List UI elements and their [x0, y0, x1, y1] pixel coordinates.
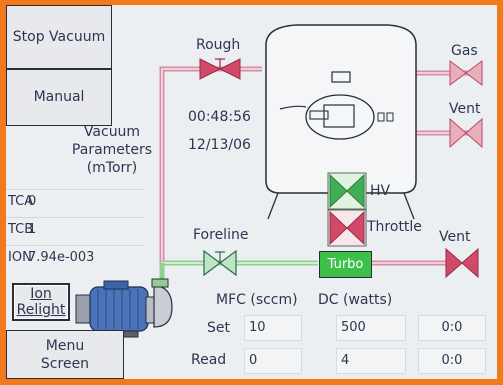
timer-set-field[interactable]: 0:0: [418, 315, 486, 341]
mfc-set-field[interactable]: 10: [244, 315, 302, 341]
vacuum-parameters-title: Vacuum Parameters (mTorr): [58, 123, 166, 177]
foreline-pipe: [159, 260, 318, 281]
read-row-label: Read: [191, 352, 227, 368]
menu-screen-line2: Screen: [40, 355, 90, 372]
param-name: TCA: [8, 194, 34, 209]
manual-button[interactable]: Manual: [6, 69, 112, 126]
dc-set-field[interactable]: 500: [336, 315, 406, 341]
vent-top-valve[interactable]: [449, 117, 483, 149]
vent-bottom-valve[interactable]: [445, 247, 479, 279]
param-row-tcb: TCB 1: [6, 217, 144, 241]
param-name: ION: [8, 250, 32, 265]
param-value: 1: [28, 222, 37, 237]
vacuum-parameters-title-line3: (mTorr): [86, 160, 138, 176]
foreline-valve[interactable]: [203, 249, 237, 277]
hv-valve[interactable]: [327, 172, 367, 210]
throttle-valve-label: Throttle: [367, 219, 422, 235]
throttle-valve[interactable]: [327, 209, 367, 247]
hv-valve-label: HV: [370, 183, 391, 199]
turbo-pump-button[interactable]: Turbo: [319, 251, 372, 278]
param-row-ion: ION 7.94e-003: [6, 245, 144, 269]
param-name: TCB: [8, 222, 34, 237]
vacuum-parameters-title-line2: Parameters: [71, 142, 153, 158]
ion-relight-line1: Ion: [30, 286, 52, 302]
param-value: 7.94e-003: [28, 250, 95, 265]
clock-date: 12/13/06: [188, 137, 251, 153]
rough-valve[interactable]: [199, 58, 241, 80]
vacuum-system-diagram: [75, 24, 483, 338]
ion-relight-button[interactable]: Ion Relight: [12, 283, 70, 321]
process-chamber: [265, 24, 417, 220]
gas-valve[interactable]: [449, 60, 483, 86]
dc-read-field: 4: [336, 348, 406, 374]
vacuum-control-screen: Turbo Stop Vacuum Manual Vacuum Paramete…: [6, 5, 497, 379]
foreline-valve-label: Foreline: [193, 227, 249, 243]
mfc-read-field: 0: [244, 348, 302, 374]
menu-screen-button[interactable]: Menu Screen: [6, 330, 124, 379]
vent-top-valve-label: Vent: [449, 101, 481, 117]
dc-header: DC (watts): [318, 292, 393, 308]
param-value: 0: [28, 194, 37, 209]
timer-read-field: 0:0: [418, 348, 486, 374]
rough-valve-label: Rough: [196, 37, 241, 53]
menu-screen-line1: Menu: [45, 337, 85, 354]
stop-vacuum-button[interactable]: Stop Vacuum: [6, 5, 112, 69]
mfc-header: MFC (sccm): [216, 292, 298, 308]
set-row-label: Set: [207, 320, 230, 336]
param-row-tca: TCA 0: [6, 189, 144, 213]
vent-bottom-valve-label: Vent: [439, 229, 471, 245]
clock-time: 00:48:56: [188, 109, 251, 125]
vacuum-parameters-title-line1: Vacuum: [83, 124, 141, 140]
roughing-pump: [75, 278, 173, 338]
ion-relight-line2: Relight: [16, 302, 66, 318]
gas-valve-label: Gas: [451, 43, 478, 59]
